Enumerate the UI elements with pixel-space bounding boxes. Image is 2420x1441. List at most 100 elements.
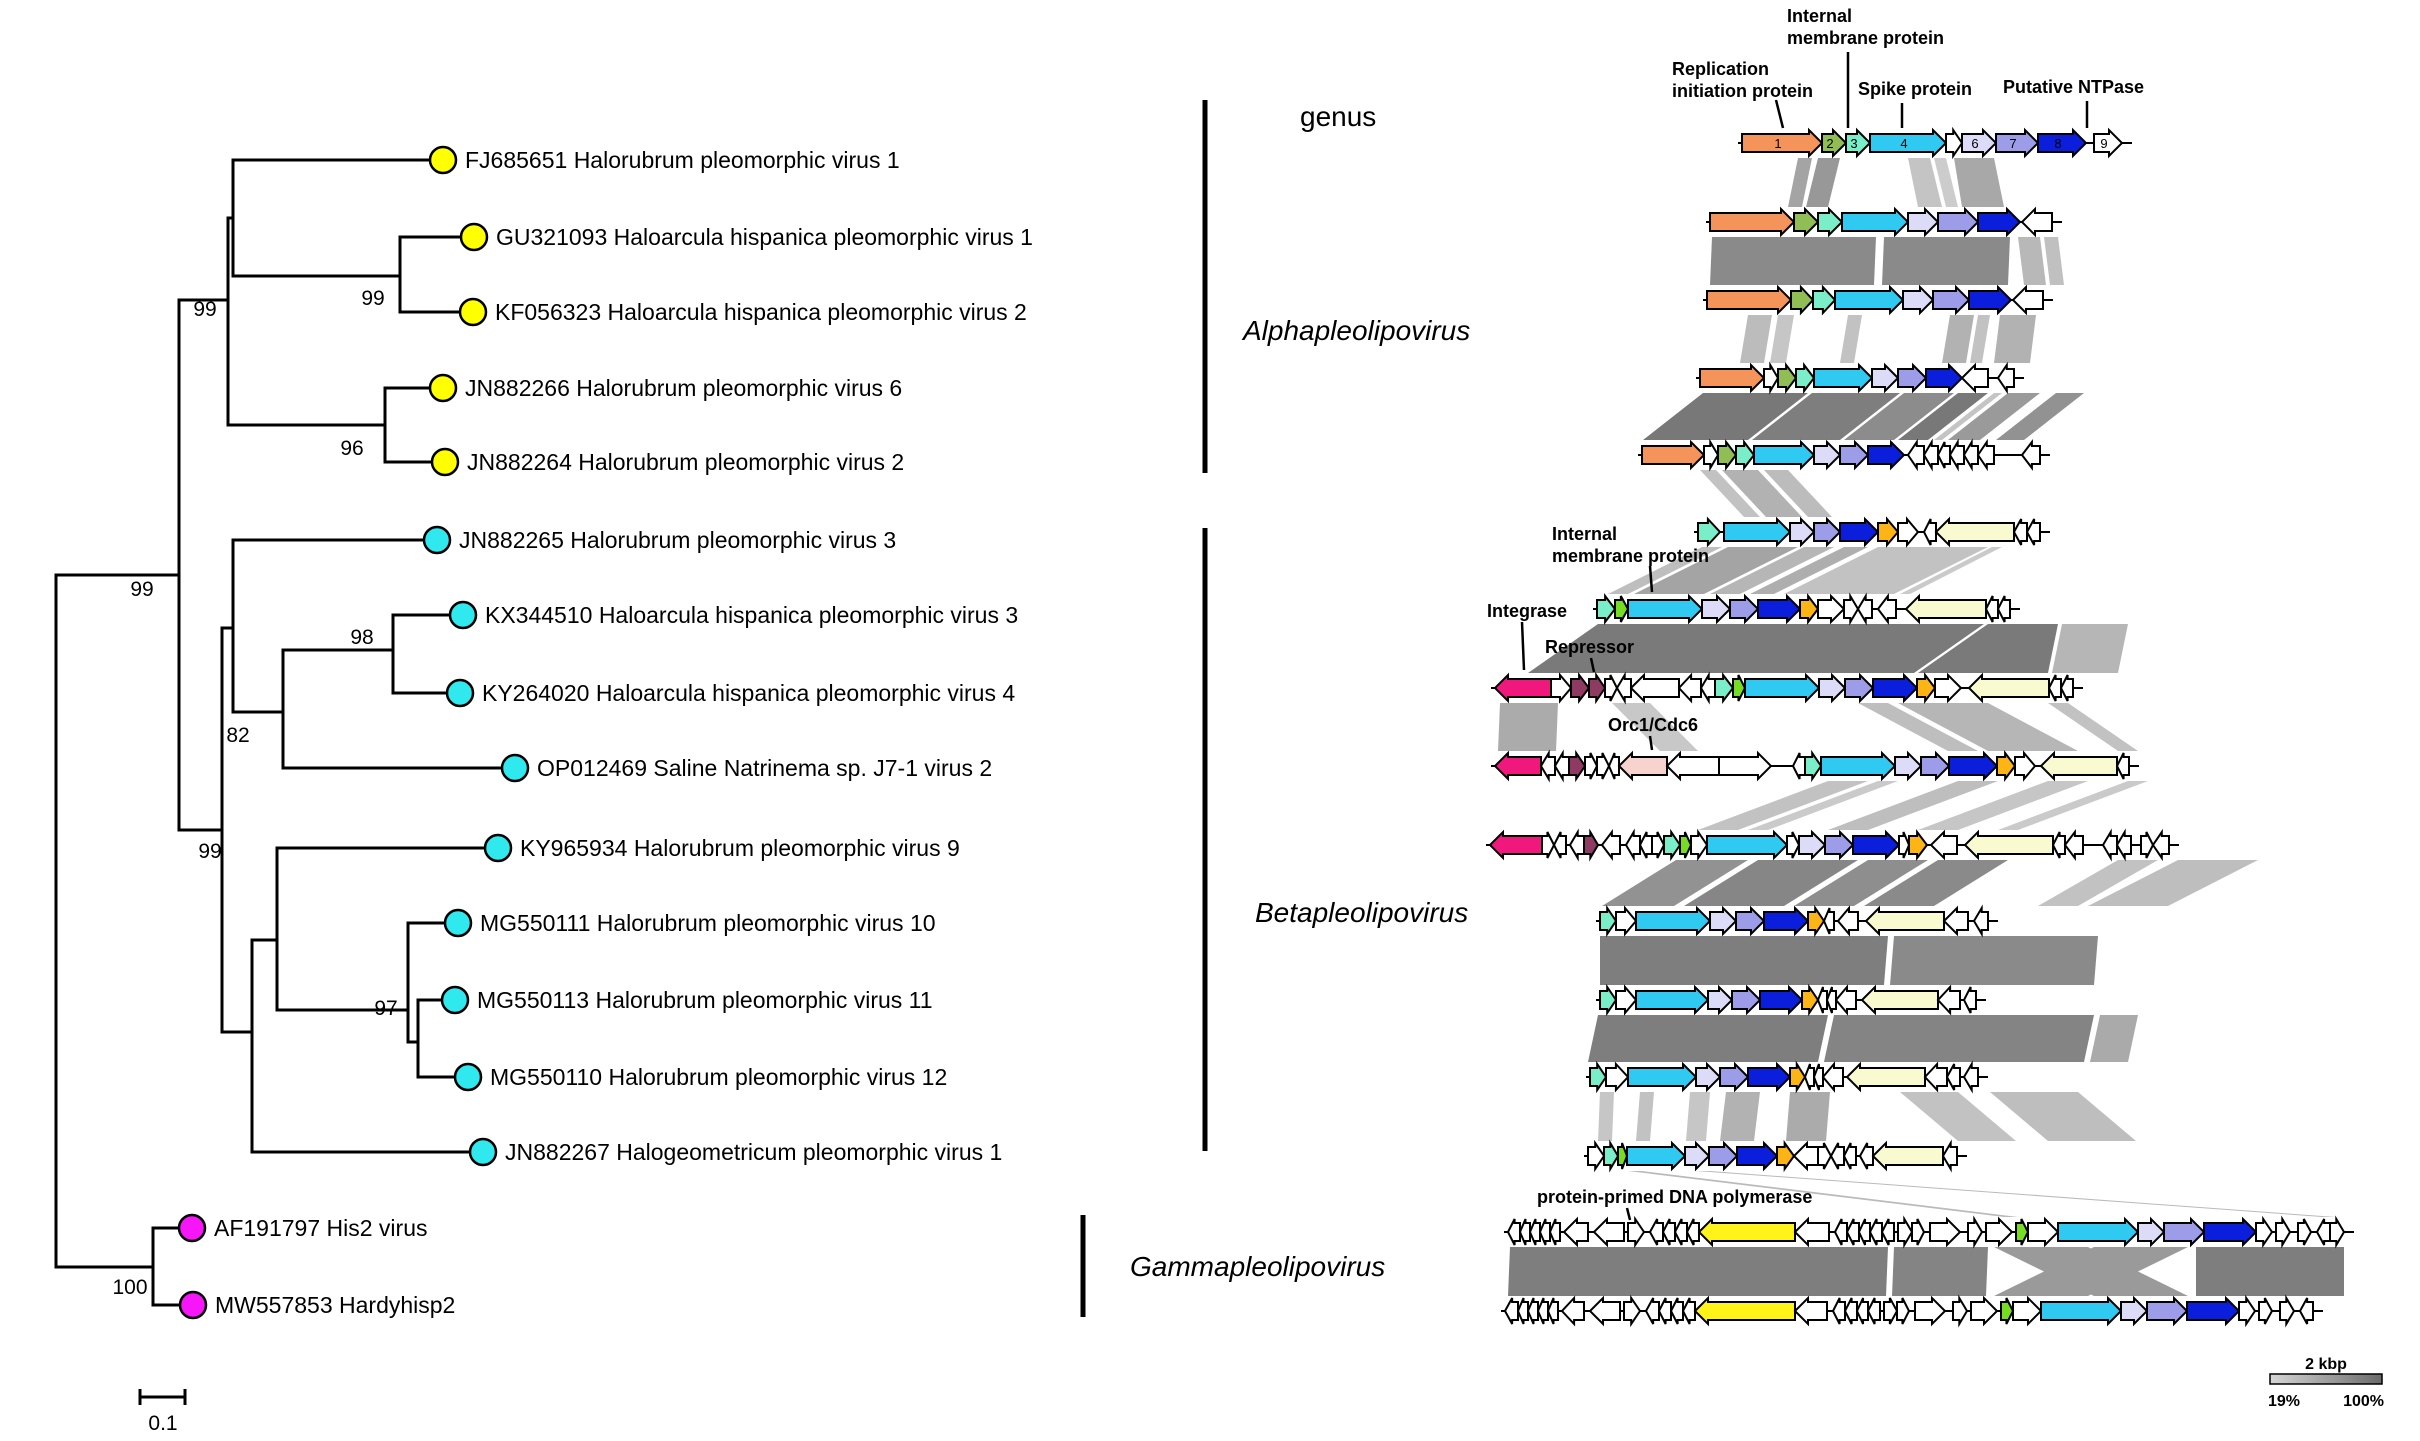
gene-arrow-bl <box>1977 206 2022 238</box>
gene-arrow-wh <box>1856 592 1873 626</box>
gene-arrow-bl <box>1948 750 1999 782</box>
gene-arrow-pl <box>1789 516 1816 548</box>
gene-arrow-wh <box>1896 1297 1911 1325</box>
gene-arrow-wh <box>2258 1297 2274 1325</box>
gene-arrow-wh <box>1596 752 1611 780</box>
similarity-block <box>2088 860 2258 906</box>
tree-leaf-circle-MG550111 <box>443 908 473 938</box>
similarity-block <box>1764 470 1832 517</box>
gene-arrow-wh <box>1984 595 1999 623</box>
gene-arrow-wh <box>1627 1215 1646 1249</box>
leaf-label-AF191797: AF191797 His2 virus <box>214 1215 428 1241</box>
similarity-block <box>1498 703 1558 751</box>
leaf-label-MG550110: MG550110 Halorubrum pleomorphic virus 12 <box>490 1064 947 1090</box>
gene-arrow-wh <box>2012 1295 2043 1327</box>
gene-arrow-ye <box>1697 1216 1796 1248</box>
gene-arrow-wh <box>1791 752 1806 780</box>
similarity-block <box>1788 158 1812 207</box>
gene-arrow-mi <box>1817 206 1844 238</box>
similarity-block <box>1612 703 1698 751</box>
gene-arrow-wh <box>2063 829 2084 861</box>
gene-arrow-pp <box>1617 750 1668 782</box>
similarity-block <box>1710 237 1876 285</box>
leaf-label-MW557853: MW557853 Hardyhisp2 <box>215 1292 455 1318</box>
gene-arrow-cy <box>1706 829 1789 861</box>
annotation-pointer-line <box>1520 621 1526 671</box>
bootstrap-value: 99 <box>198 840 221 863</box>
gene-arrow-wh <box>1786 831 1801 859</box>
annotation-pointer-line <box>1774 99 1785 129</box>
gene-arrow-ol <box>1717 439 1738 471</box>
gene-arrow-wh <box>1538 1218 1551 1246</box>
gene-arrow-wh <box>1690 828 1709 862</box>
gene-arrow-wh <box>1883 1297 1899 1325</box>
gene-arrow-ol <box>1790 284 1815 316</box>
genus-labels-layer: AlphapleolipovirusBetapleolipovirusGamma… <box>1080 100 1470 1317</box>
gene-arrow-pl <box>1798 829 1827 861</box>
similarity-block <box>1918 624 2058 673</box>
gene-arrow-pk <box>1493 750 1542 782</box>
similarity-block <box>1824 1015 2094 1062</box>
similarity-block <box>1643 393 1808 440</box>
gene-arrow-wh <box>2275 1215 2292 1249</box>
gene-arrow-mi <box>1812 284 1837 316</box>
gene-arrow-wh <box>1857 1218 1871 1246</box>
gene-arrow-wh <box>2027 1216 2060 1248</box>
gene-arrow-mi <box>1596 593 1617 625</box>
gene-arrow-mi <box>1804 749 1823 783</box>
similarity-block <box>1608 547 1722 594</box>
similarity-block <box>2090 1015 2138 1062</box>
annotation-text: Putative NTPase <box>2003 77 2144 97</box>
gene-arrow-la <box>1839 439 1870 471</box>
similarity-block <box>1602 860 1748 906</box>
gene-arrow-wh <box>1560 1295 1585 1327</box>
gene-arrow-la <box>1708 1140 1739 1172</box>
gene-arrow-wh <box>2014 750 2037 782</box>
gene-arrow-wh <box>1936 984 1961 1016</box>
leaf-label-MG550111: MG550111 Halorubrum pleomorphic virus 10 <box>480 910 936 936</box>
gene-arrow-la <box>1719 1061 1750 1093</box>
gene-arrow-wh <box>1516 1297 1529 1325</box>
gene-arrow-pl <box>1813 439 1842 471</box>
gene-arrow-wh <box>1550 672 1573 704</box>
genome-row-MG550113 <box>1596 983 1986 1017</box>
similarity-block <box>1934 393 2002 440</box>
gene-arrow-mi <box>1697 516 1722 548</box>
gene-arrow-pl <box>1871 362 1900 394</box>
gene-arrow-wh <box>1518 1218 1531 1246</box>
tree-leaf-circle-MW557853 <box>178 1290 208 1320</box>
gene-arrow-wh <box>1972 904 1989 938</box>
annotation-text: Internal <box>1552 524 1617 544</box>
bootstrap-value: 100 <box>112 1276 147 1299</box>
annotation-text: Replication <box>1672 59 1769 79</box>
gene-arrow-wh <box>1897 1215 1914 1249</box>
gene-arrow-cy <box>1626 1140 1687 1172</box>
gene-arrow-wh <box>1541 831 1556 859</box>
gene-arrow-wh <box>1718 750 1773 782</box>
gene-arrow-la <box>1937 206 1980 238</box>
gene-arrow-wh <box>1960 362 1989 394</box>
gene-arrow-pl <box>1707 984 1734 1016</box>
gene-arrow-cy <box>1813 362 1874 394</box>
annotation-protein-primed-dna-polymerase: protein-primed DNA polymerase <box>1537 1187 1812 1221</box>
genome-row-MG550111 <box>1596 904 1998 938</box>
gene-arrow-mi <box>1603 1139 1620 1173</box>
gene-arrow-wh <box>2059 674 2074 702</box>
gene-arrow-la <box>1844 672 1875 704</box>
gene-arrow-wh <box>1843 1297 1858 1325</box>
similarity-block <box>1784 547 1988 594</box>
tree-leaf-circle-KY264020 <box>445 678 475 708</box>
similarity-block <box>1996 393 2084 440</box>
gene-arrow-la <box>1731 984 1762 1016</box>
gene-arrow-li <box>2015 1218 2030 1246</box>
gene-arrow-la <box>1824 829 1855 861</box>
similarity-block <box>1770 315 1794 363</box>
gene-arrow-py <box>1860 984 1939 1016</box>
annotation-text: Internal <box>1787 6 1852 26</box>
similarity-block <box>1934 158 1958 207</box>
gene-arrow-wh <box>1911 1218 1926 1246</box>
tree-leaf-circle-MG550110 <box>453 1062 483 1092</box>
gene-arrow-wh <box>1568 828 1585 862</box>
